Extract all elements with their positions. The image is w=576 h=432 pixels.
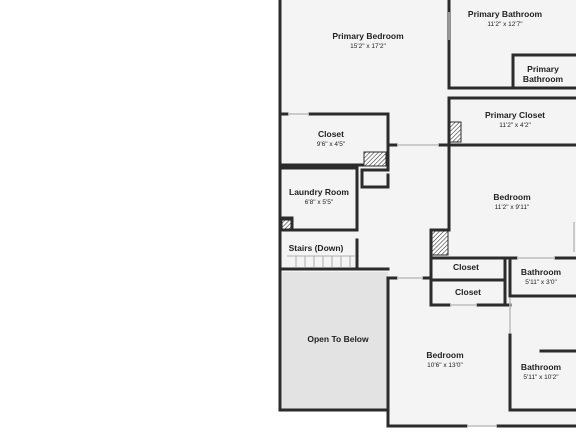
room-label-bedroom-bottom: Bedroom 10'6" x 13'0" <box>426 349 464 369</box>
room-name: Bathroom <box>520 266 562 277</box>
room-name: Laundry Room <box>289 186 349 197</box>
stair-treads <box>287 255 356 268</box>
open-to-below-area <box>282 272 388 410</box>
room-name: Primary Bedroom <box>332 30 404 41</box>
duct-hatch <box>281 219 292 230</box>
room-label-primary-bathroom: Primary Bathroom 11'2" x 12'7" <box>467 8 543 28</box>
room-name-line2: Bathroom <box>522 74 564 84</box>
floor-area-lower <box>388 410 576 426</box>
room-dimensions: 11'2" x 9'11" <box>494 203 530 211</box>
openings <box>288 12 575 427</box>
room-label-open-to-below: Open To Below <box>307 334 369 345</box>
room-label-closet-b: Closet <box>455 287 481 298</box>
room-dimensions: 6'8" x 5'5" <box>304 198 334 206</box>
room-dimensions: 15'2" x 17'2" <box>350 42 386 50</box>
room-dimensions: 11'2" x 12'7" <box>487 20 523 28</box>
room-dimensions: 10'6" x 13'0" <box>427 361 463 369</box>
room-label-primary-bathroom-inner: Primary Bathroom <box>522 64 564 85</box>
walls <box>278 0 576 428</box>
room-label-primary-bedroom: Primary Bedroom 15'2" x 17'2" <box>332 30 404 50</box>
room-label-closet-a: Closet <box>453 262 479 273</box>
room-dimensions: 9'6" x 4'5" <box>316 140 346 148</box>
room-name: Bedroom <box>426 349 464 360</box>
duct-hatch <box>449 121 462 143</box>
room-dimensions: 11'2" x 4'2" <box>499 121 531 129</box>
room-label-bathroom-bottom: Bathroom 5'11" x 10'2" <box>520 361 562 381</box>
room-name: Closet <box>453 262 479 273</box>
room-name: Bedroom <box>493 191 531 202</box>
room-label-laundry-room: Laundry Room 6'8" x 5'5" <box>289 186 349 206</box>
room-name: Primary Bathroom <box>467 8 543 19</box>
room-dimensions: 5'11" x 3'0" <box>525 278 557 286</box>
room-dimensions: 5'11" x 10'2" <box>523 373 559 381</box>
room-name: Primary Closet <box>485 109 545 120</box>
room-name-line1: Primary <box>527 64 559 75</box>
room-label-closet-upper: Closet 9'6" x 4'5" <box>316 128 346 148</box>
room-name: Open To Below <box>307 334 369 345</box>
room-label-stairs: Stairs (Down) <box>288 243 344 254</box>
duct-hatch <box>363 151 387 167</box>
room-name: Closet <box>455 287 481 298</box>
room-label-primary-closet: Primary Closet 11'2" x 4'2" <box>485 109 545 129</box>
room-name: Bathroom <box>520 361 562 372</box>
room-name: Stairs (Down) <box>288 243 344 254</box>
duct-hatch <box>431 230 449 256</box>
room-label-bathroom-small: Bathroom 5'11" x 3'0" <box>520 266 562 286</box>
room-name: Closet <box>318 128 344 139</box>
room-label-bedroom-right: Bedroom 11'2" x 9'11" <box>493 191 531 211</box>
